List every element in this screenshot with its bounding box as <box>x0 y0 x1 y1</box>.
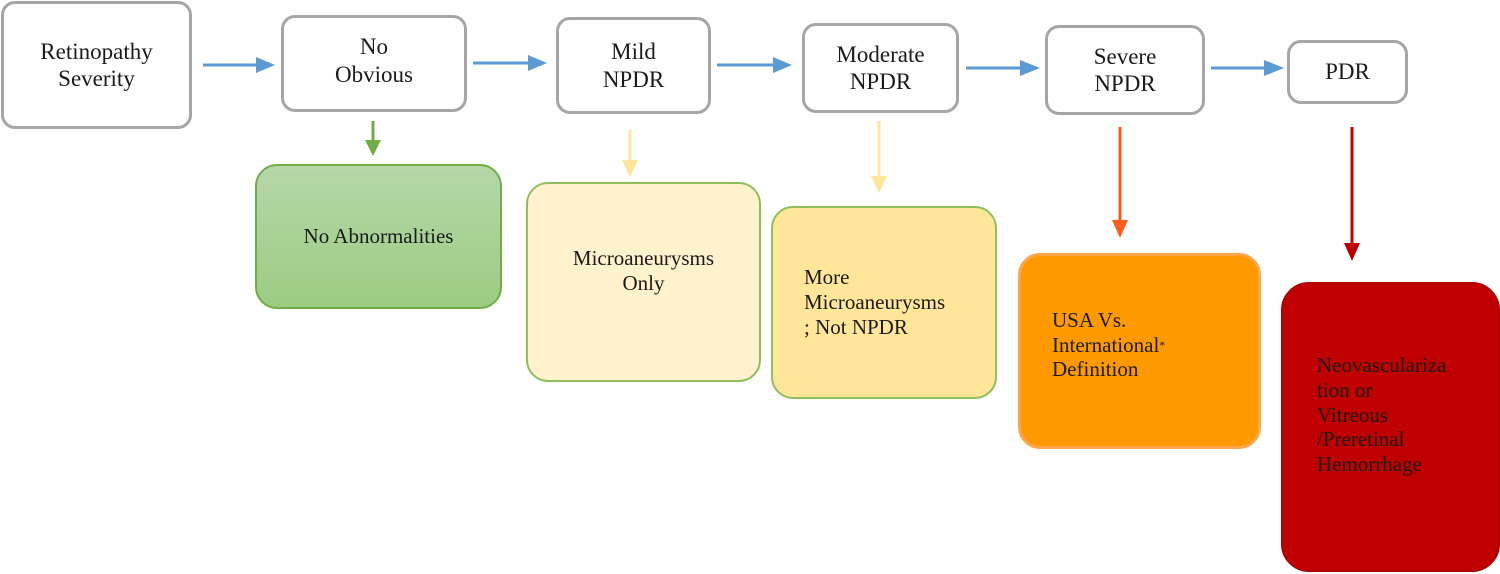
stage-retinopathy-severity: Retinopathy Severity <box>1 1 192 129</box>
finding-usa-vs-international: USA Vs. International Definition* <box>1018 253 1261 449</box>
down-arrow-yellow <box>871 121 887 193</box>
down-arrow-light-yellow <box>622 130 638 177</box>
stage-mild-npdr: Mild NPDR <box>556 17 711 114</box>
down-arrow-red <box>1344 127 1360 261</box>
finding-neovascularization: Neovasculariza tion or Vitreous /Prereti… <box>1281 282 1500 572</box>
finding-more-microaneurysms: More Microaneurysms ; Not NPDR <box>771 206 997 399</box>
down-arrow-green <box>365 121 381 156</box>
flow-arrow-5 <box>1211 60 1284 76</box>
finding-microaneurysms-only: Microaneurysms Only <box>526 182 761 382</box>
stage-no-obvious: No Obvious <box>281 15 467 112</box>
stage-severe-npdr: Severe NPDR <box>1045 25 1205 115</box>
flow-arrow-1 <box>203 57 275 73</box>
usa-vs-international-text: USA Vs. International Definition <box>1052 307 1160 382</box>
down-arrow-orange <box>1112 127 1128 238</box>
finding-no-abnormalities: No Abnormalities <box>255 164 502 309</box>
flow-arrow-4 <box>966 60 1040 76</box>
flow-arrow-2 <box>473 55 547 71</box>
stage-pdr: PDR <box>1287 40 1408 104</box>
flow-arrow-3 <box>717 57 792 73</box>
stage-moderate-npdr: Moderate NPDR <box>802 23 959 113</box>
